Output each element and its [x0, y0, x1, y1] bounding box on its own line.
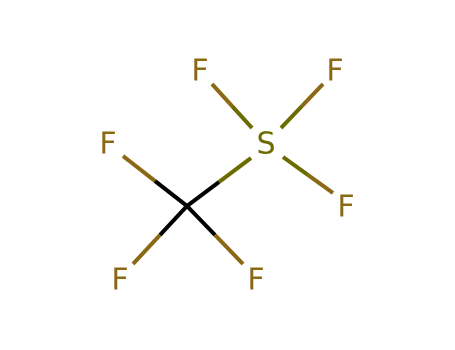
bond-c-f-upper-left-carbon-half — [153, 179, 189, 208]
atom-f-s-right-label: F — [337, 190, 354, 225]
bond-s-f-upper-left-sulfur-half — [230, 104, 254, 130]
atom-f-upper-right-label: F — [326, 54, 343, 89]
bond-s-f-lower-right-sulfur-half — [281, 155, 310, 177]
bond-s-f-upper-right-sulfur-half — [279, 104, 304, 130]
bond-c-f-lower-left-carbon-half — [158, 204, 189, 237]
bond-c-f-lower-left-fluorine-half — [131, 233, 162, 266]
bond-c-s-carbon-half — [185, 180, 221, 208]
bond-s-f-upper-right-fluorine-half — [300, 82, 325, 108]
atom-f-c-lower-left-label: F — [111, 263, 128, 298]
atom-f-c-left-label: F — [99, 127, 116, 162]
bond-c-f-lower-right-carbon-half — [185, 204, 217, 237]
atom-s-label: S — [256, 127, 275, 162]
bond-c-s-sulfur-half — [217, 156, 253, 184]
atom-f-c-lower-right-label: F — [247, 263, 264, 298]
bond-s-f-lower-right-fluorine-half — [306, 173, 335, 195]
atom-f-upper-left-label: F — [191, 54, 208, 89]
bond-c-f-upper-left-fluorine-half — [121, 154, 157, 183]
bond-s-f-upper-left-fluorine-half — [210, 82, 234, 108]
bond-c-f-lower-right-fluorine-half — [213, 233, 245, 266]
